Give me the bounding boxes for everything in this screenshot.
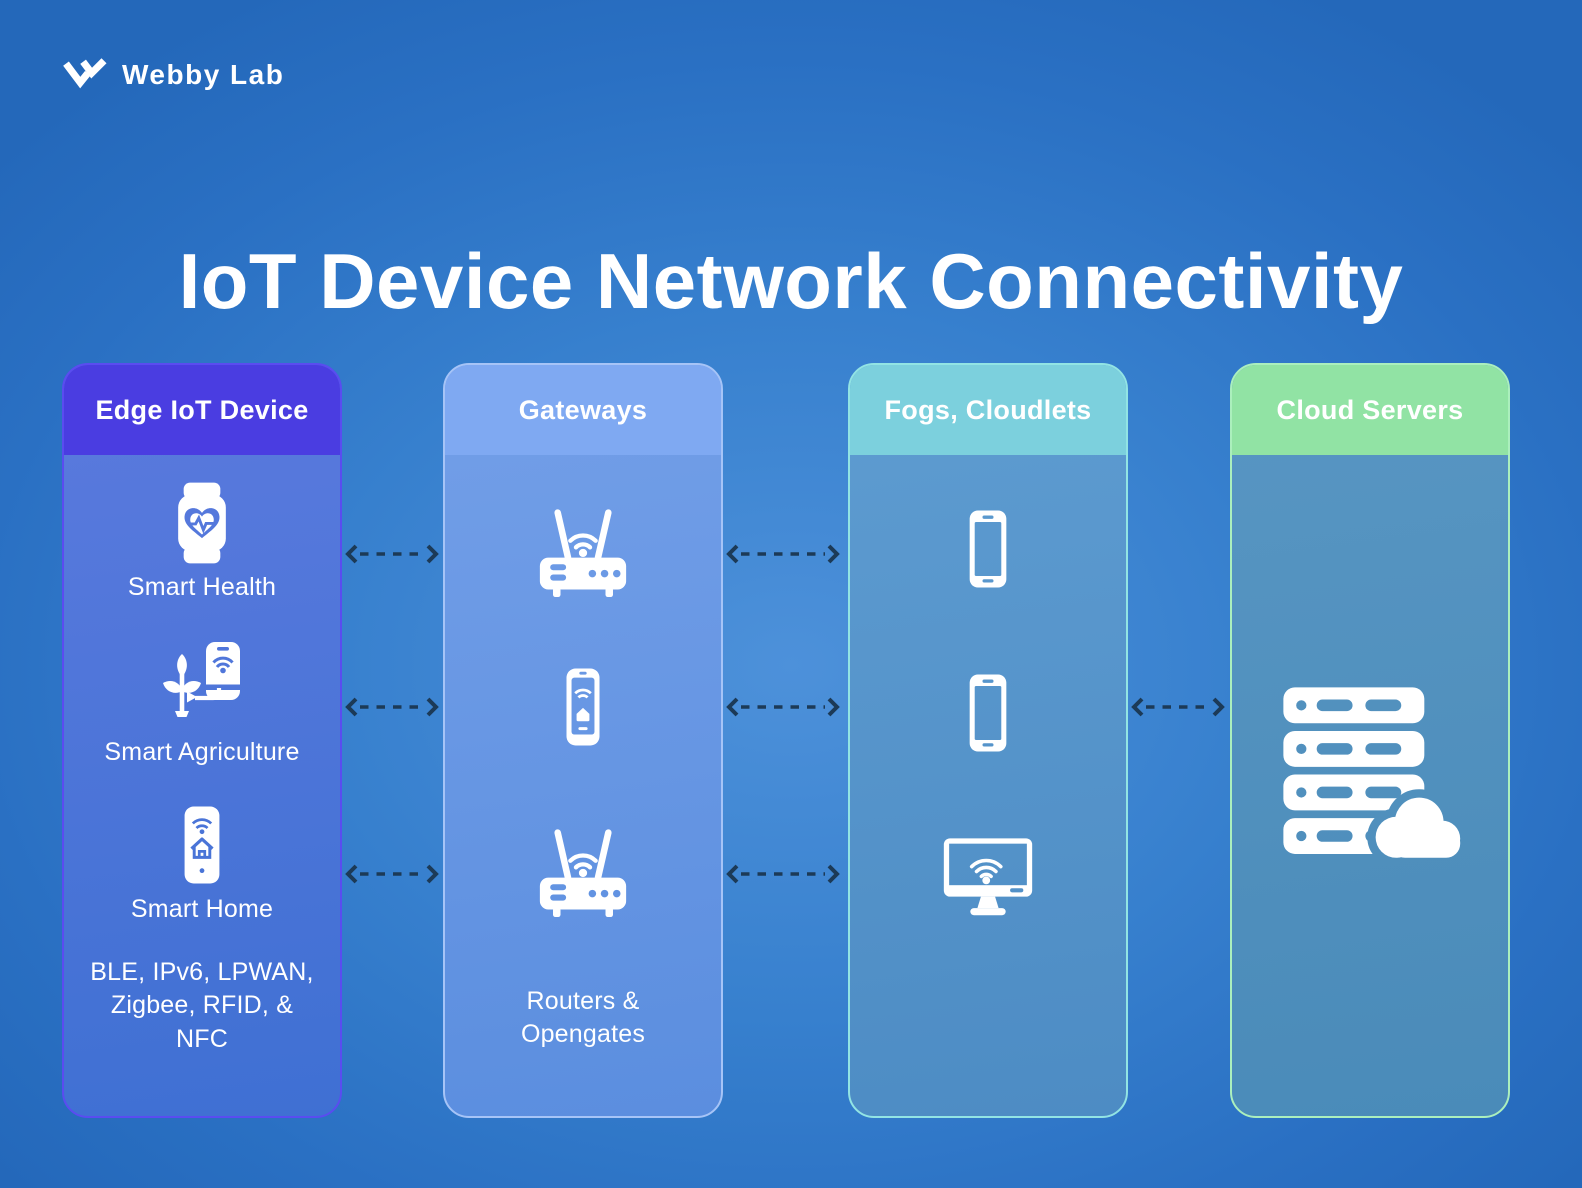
brand-logo: Webby Lab xyxy=(62,56,284,94)
item-smart-agriculture: Smart Agriculture xyxy=(104,636,299,767)
item-smart-health: Smart Health xyxy=(128,479,276,602)
column-body-gateways: Routers & Opengates xyxy=(445,455,721,1116)
item-label: Smart Home xyxy=(130,895,274,923)
item-label: Smart Health xyxy=(127,573,277,601)
dashed-arrow-edge-gateways-1 xyxy=(345,542,439,566)
column-header-fogs: Fogs, Cloudlets xyxy=(850,365,1126,455)
column-body-fogs xyxy=(850,455,1126,1116)
item-smart-hub xyxy=(539,663,627,751)
webbylab-logo-icon xyxy=(62,56,108,94)
dashed-arrow-edge-gateways-3 xyxy=(345,862,439,886)
column-header-label: Cloud Servers xyxy=(1276,394,1464,425)
item-smartphone-middle xyxy=(944,669,1032,757)
wifi-router-icon xyxy=(523,825,643,919)
dashed-arrow-gateways-fogs-3 xyxy=(726,862,840,886)
dashed-arrow-gateways-fogs-2 xyxy=(726,695,840,719)
column-header-edge: Edge IoT Device xyxy=(64,365,340,455)
column-body-edge: Smart Health Smart Agriculture Smart Hom… xyxy=(64,455,340,1116)
item-server-rack xyxy=(1268,672,1473,877)
item-monitor xyxy=(935,833,1041,925)
smartphone-icon xyxy=(944,669,1032,757)
dashed-arrow-fogs-cloud-1 xyxy=(1131,695,1225,719)
smartphone-icon xyxy=(944,505,1032,593)
column-header-cloud: Cloud Servers xyxy=(1232,365,1508,455)
item-router-bottom xyxy=(523,825,643,919)
column-header-label: Fogs, Cloudlets xyxy=(884,394,1092,425)
server-rack-cloud-icon xyxy=(1268,672,1473,877)
page-title: IoT Device Network Connectivity xyxy=(178,237,1404,326)
column-header-gateways: Gateways xyxy=(445,365,721,455)
column-header-label: Edge IoT Device xyxy=(95,394,309,425)
wifi-router-icon xyxy=(523,505,643,599)
column-cloud-servers: Cloud Servers xyxy=(1230,363,1510,1118)
smart-home-phone-icon xyxy=(158,801,246,889)
plant-smartphone-icon xyxy=(154,636,250,732)
smartwatch-health-icon xyxy=(158,479,246,567)
item-label: Smart Agriculture xyxy=(104,738,300,766)
gateways-footer-text: Routers & Opengates xyxy=(520,987,646,1049)
brand-name: Webby Lab xyxy=(122,59,285,90)
column-gateways: Gateways Routers & Opengates xyxy=(443,363,723,1118)
column-header-label: Gateways xyxy=(518,394,648,425)
item-router-top xyxy=(523,505,643,599)
item-smart-home: Smart Home xyxy=(131,801,273,924)
smart-hub-phone-icon xyxy=(539,663,627,751)
column-body-cloud xyxy=(1232,455,1508,1116)
edge-protocols-text: BLE, IPv6, LPWAN, Zigbee, RFID, & NFC xyxy=(90,958,314,1053)
dashed-arrow-edge-gateways-2 xyxy=(345,695,439,719)
column-fogs-cloudlets: Fogs, Cloudlets xyxy=(848,363,1128,1118)
column-edge-iot-device: Edge IoT Device Smart Health Smart Agric… xyxy=(62,363,342,1118)
monitor-wifi-icon xyxy=(935,833,1041,925)
item-smartphone-top xyxy=(944,505,1032,593)
dashed-arrow-gateways-fogs-1 xyxy=(726,542,840,566)
